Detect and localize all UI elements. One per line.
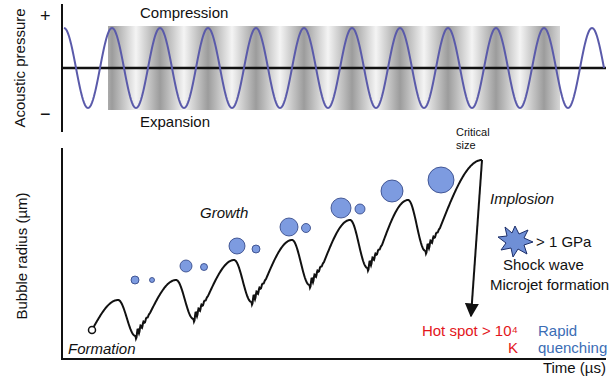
effect-label: Rapid quenching bbox=[538, 322, 610, 357]
y-axis bbox=[61, 148, 63, 359]
bubble bbox=[280, 218, 298, 236]
shock-star bbox=[498, 226, 533, 257]
value-label: > 1 GPa bbox=[536, 233, 591, 250]
acoustic-wave bbox=[64, 28, 604, 108]
axis-title: Bubble radius (µm) bbox=[13, 192, 30, 319]
effect-label: Hot spot > 10⁴ K bbox=[420, 322, 518, 357]
effect-label: Shock wave bbox=[503, 256, 584, 273]
nucleus bbox=[89, 327, 96, 334]
stage-label: Growth bbox=[200, 204, 248, 221]
sign-minus: − bbox=[40, 104, 51, 125]
axis-title: Time (µs) bbox=[543, 359, 606, 376]
bubble bbox=[428, 167, 454, 193]
bubble bbox=[355, 204, 365, 214]
stage-label: Implosion bbox=[490, 190, 554, 207]
phase-label: Compression bbox=[140, 4, 228, 21]
bubble bbox=[381, 180, 403, 202]
bubble bbox=[252, 245, 260, 253]
note-label: Critical size bbox=[456, 126, 504, 151]
phase-label: Expansion bbox=[140, 113, 210, 130]
radius-curve bbox=[92, 160, 482, 339]
bubble bbox=[150, 278, 155, 283]
collapse-arrow bbox=[471, 160, 482, 316]
axis-title: Acoustic pressure bbox=[11, 8, 28, 127]
zero-line bbox=[62, 67, 606, 70]
bubble bbox=[331, 198, 351, 218]
bubble bbox=[180, 260, 192, 272]
bubble bbox=[229, 238, 245, 254]
sign-plus: + bbox=[40, 6, 51, 27]
x-axis bbox=[61, 358, 606, 360]
bubble bbox=[131, 276, 139, 284]
stage-label: Formation bbox=[68, 340, 136, 357]
bubble bbox=[302, 224, 311, 233]
effect-label: Microjet formation bbox=[490, 276, 609, 293]
bubble bbox=[201, 264, 208, 271]
